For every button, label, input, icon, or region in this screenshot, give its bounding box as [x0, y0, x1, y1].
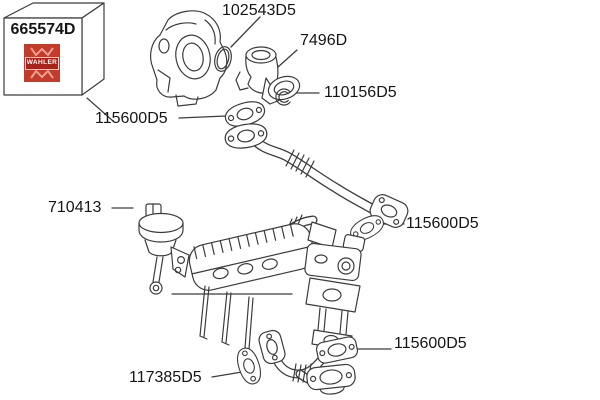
clamp-ring — [275, 88, 291, 106]
callout-gasket-top: 115600D5 — [95, 110, 168, 127]
flange-gaskets-top — [224, 101, 268, 149]
throttle-housing — [150, 10, 228, 107]
callout-clamp-ring: 110156D5 — [324, 84, 397, 101]
wahler-logo-ornament — [30, 47, 54, 79]
callout-gasket-bottom: 117385D5 — [129, 369, 202, 386]
flange-gasket-bottom — [236, 347, 262, 385]
wahler-logo-text: WAHLER — [25, 57, 59, 70]
egr-valve — [235, 46, 301, 105]
o-ring-upper — [214, 46, 232, 72]
vacuum-actuator — [138, 203, 190, 295]
callout-egr-valve: 7496D — [300, 32, 348, 49]
callout-actuator: 710413 — [48, 199, 102, 216]
wahler-logo: WAHLER — [24, 44, 60, 82]
callout-gasket-mid: 115600D5 — [406, 215, 479, 232]
callout-flange-bottom: 115600D5 — [394, 335, 467, 352]
lower-egr-pipe — [258, 329, 359, 395]
egr-cooler-assembly — [188, 214, 366, 352]
box-part-number: 665574D — [10, 21, 76, 38]
callout-oring-upper: 102543D5 — [222, 2, 296, 19]
upper-egr-pipe — [247, 133, 409, 228]
